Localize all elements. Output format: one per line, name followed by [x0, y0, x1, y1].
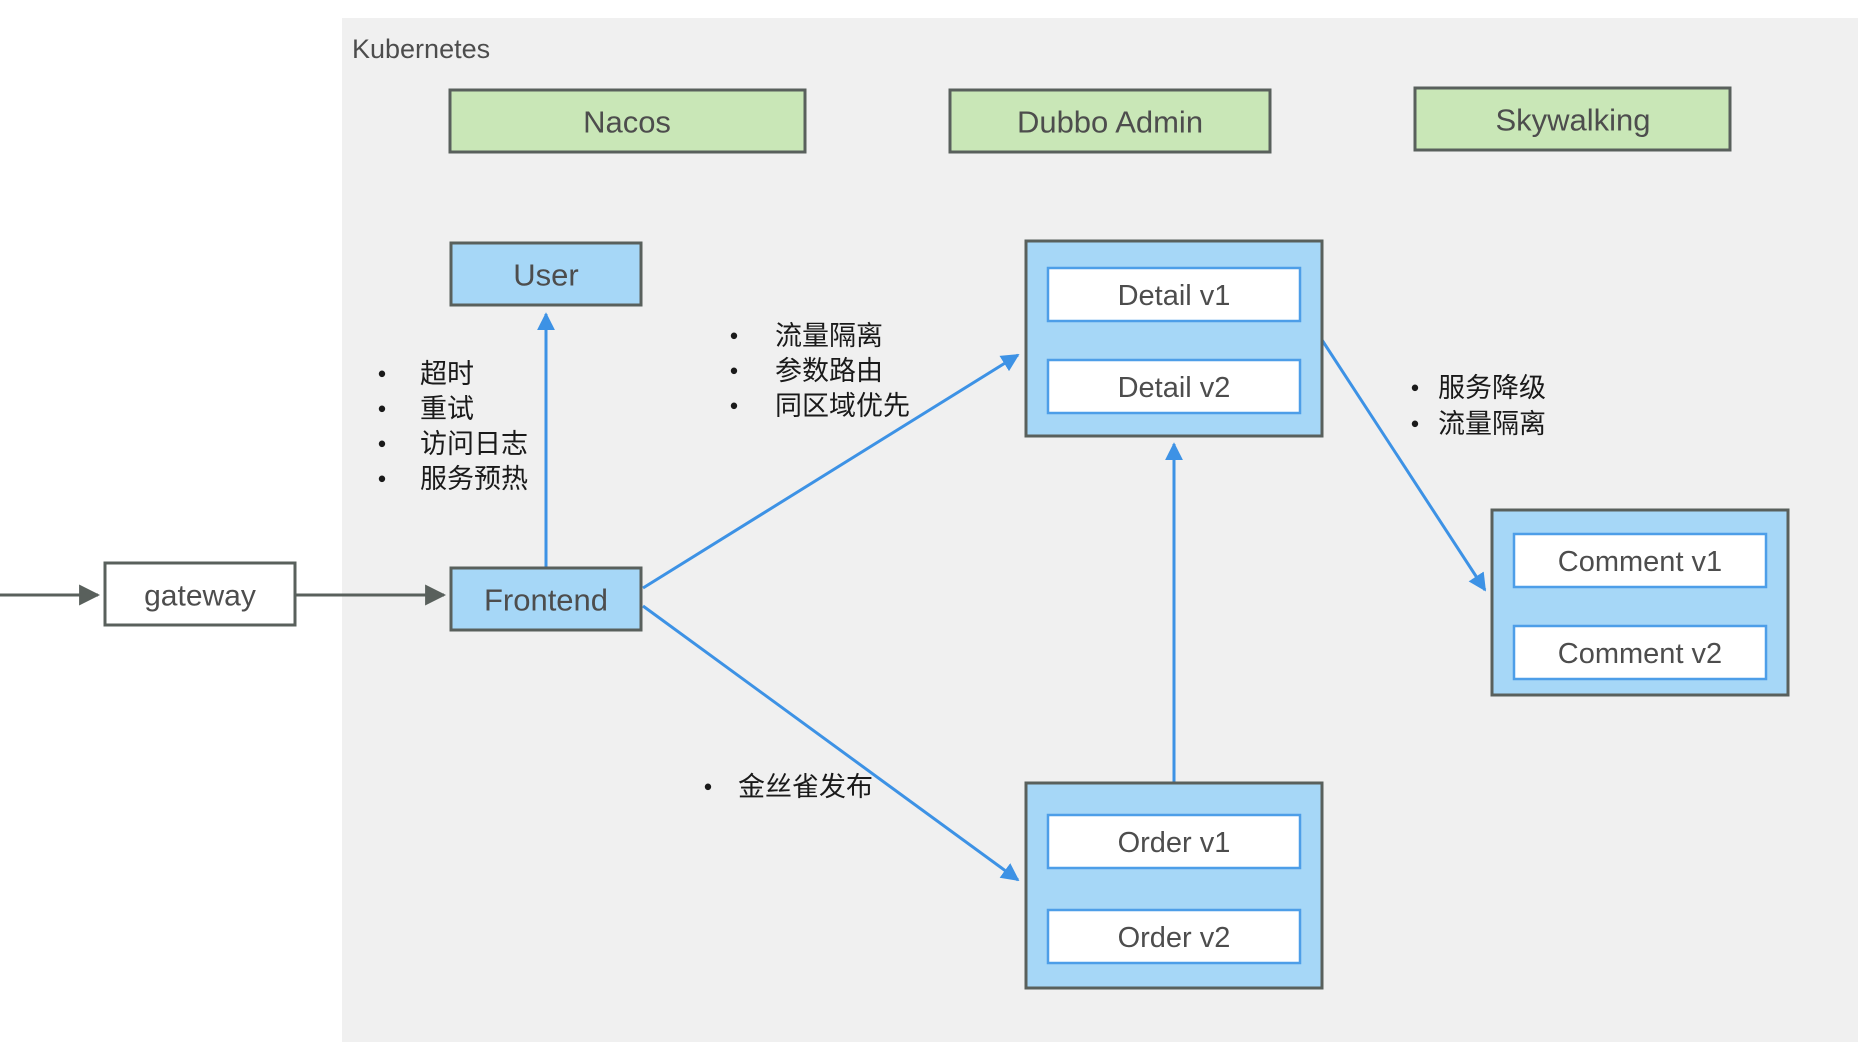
service-group-detail[interactable]: Detail v1 Detail v2: [1024, 239, 1324, 438]
infra-box: [1413, 86, 1732, 152]
bullet-icon: •: [729, 356, 738, 386]
service-version-comment-v2[interactable]: Comment v2: [1512, 624, 1768, 681]
infra-box: [948, 88, 1272, 154]
version-label: Comment v2: [1558, 638, 1722, 670]
version-box: [1512, 532, 1768, 589]
note-item: • 金丝雀发布: [703, 772, 873, 802]
service-box: [449, 566, 643, 632]
infra-label: Skywalking: [1495, 103, 1650, 138]
note-item: • 参数路由: [729, 356, 883, 386]
edge-frontend-to-order: [642, 604, 1020, 882]
note-item: • 访问日志: [377, 429, 528, 459]
service-version-comment-v1[interactable]: Comment v1: [1512, 532, 1768, 589]
gateway-label: gateway: [144, 580, 256, 613]
bullet-icon: •: [377, 429, 386, 459]
service-group-comment[interactable]: Comment v1 Comment v2: [1490, 508, 1790, 697]
note-item-label: 同区域优先: [775, 391, 910, 421]
service-version-detail-v1[interactable]: Detail v1: [1046, 266, 1302, 323]
note-item-label: 超时: [420, 359, 474, 389]
version-box: [1046, 358, 1302, 415]
service-version-order-v1[interactable]: Order v1: [1046, 813, 1302, 870]
service-label: User: [513, 258, 578, 293]
infra-component-dubbo-admin[interactable]: Dubbo Admin: [948, 88, 1272, 154]
note-frontend-user-note: • 超时 • 重试 • 访问日志 • 服务预热: [377, 359, 528, 494]
note-item: • 流量隔离: [729, 321, 883, 351]
bullet-icon: •: [377, 394, 386, 424]
edge-detail-to-comment: [1320, 339, 1487, 592]
note-item: • 流量隔离: [1410, 409, 1546, 439]
infra-component-nacos[interactable]: Nacos: [448, 88, 807, 154]
bullet-icon: •: [703, 772, 712, 802]
service-user[interactable]: User: [449, 241, 643, 307]
note-item-label: 服务降级: [1438, 373, 1546, 403]
bullet-icon: •: [729, 321, 738, 351]
service-version-detail-v2[interactable]: Detail v2: [1046, 358, 1302, 415]
version-box: [1046, 908, 1302, 965]
note-item: • 服务降级: [1410, 373, 1546, 403]
bullet-icon: •: [1410, 373, 1419, 403]
service-frontend[interactable]: Frontend: [449, 566, 643, 632]
service-version-order-v2[interactable]: Order v2: [1046, 908, 1302, 965]
version-box: [1512, 624, 1768, 681]
node-gateway[interactable]: gateway: [103, 561, 297, 627]
bullet-icon: •: [377, 464, 386, 494]
service-box: [449, 241, 643, 307]
note-item-label: 服务预热: [420, 464, 528, 494]
service-label: Frontend: [484, 583, 608, 618]
note-item-label: 重试: [420, 394, 474, 424]
version-label: Detail v2: [1118, 372, 1231, 404]
version-box: [1046, 266, 1302, 323]
version-box: [1046, 813, 1302, 870]
bullet-icon: •: [377, 359, 386, 389]
infra-component-skywalking[interactable]: Skywalking: [1413, 86, 1732, 152]
bullet-icon: •: [729, 391, 738, 421]
infra-box: [448, 88, 807, 154]
note-item: • 服务预热: [377, 464, 528, 494]
version-label: Order v1: [1118, 827, 1231, 859]
kubernetes-cluster-title: Kubernetes: [352, 34, 490, 64]
note-detail-comment-note: • 服务降级 • 流量隔离: [1410, 373, 1546, 439]
version-label: Order v2: [1118, 922, 1231, 954]
edge-frontend-to-detail: [642, 353, 1020, 590]
note-item-label: 访问日志: [420, 429, 528, 459]
note-item-label: 流量隔离: [775, 321, 883, 351]
service-group-order[interactable]: Order v1 Order v2: [1024, 781, 1324, 990]
note-item: • 重试: [377, 394, 474, 424]
note-item: • 同区域优先: [729, 391, 910, 421]
version-label: Detail v1: [1118, 280, 1231, 312]
note-item-label: 参数路由: [775, 356, 883, 386]
note-item: • 超时: [377, 359, 474, 389]
version-label: Comment v1: [1558, 546, 1722, 578]
gateway-box: [103, 561, 297, 627]
note-item-label: 流量隔离: [1438, 409, 1546, 439]
infra-label: Nacos: [583, 105, 671, 140]
note-item-label: 金丝雀发布: [738, 772, 873, 802]
note-frontend-detail-note: • 流量隔离 • 参数路由 • 同区域优先: [729, 321, 910, 421]
infra-label: Dubbo Admin: [1017, 105, 1203, 140]
bullet-icon: •: [1410, 409, 1419, 439]
note-frontend-order-note: • 金丝雀发布: [703, 772, 873, 802]
